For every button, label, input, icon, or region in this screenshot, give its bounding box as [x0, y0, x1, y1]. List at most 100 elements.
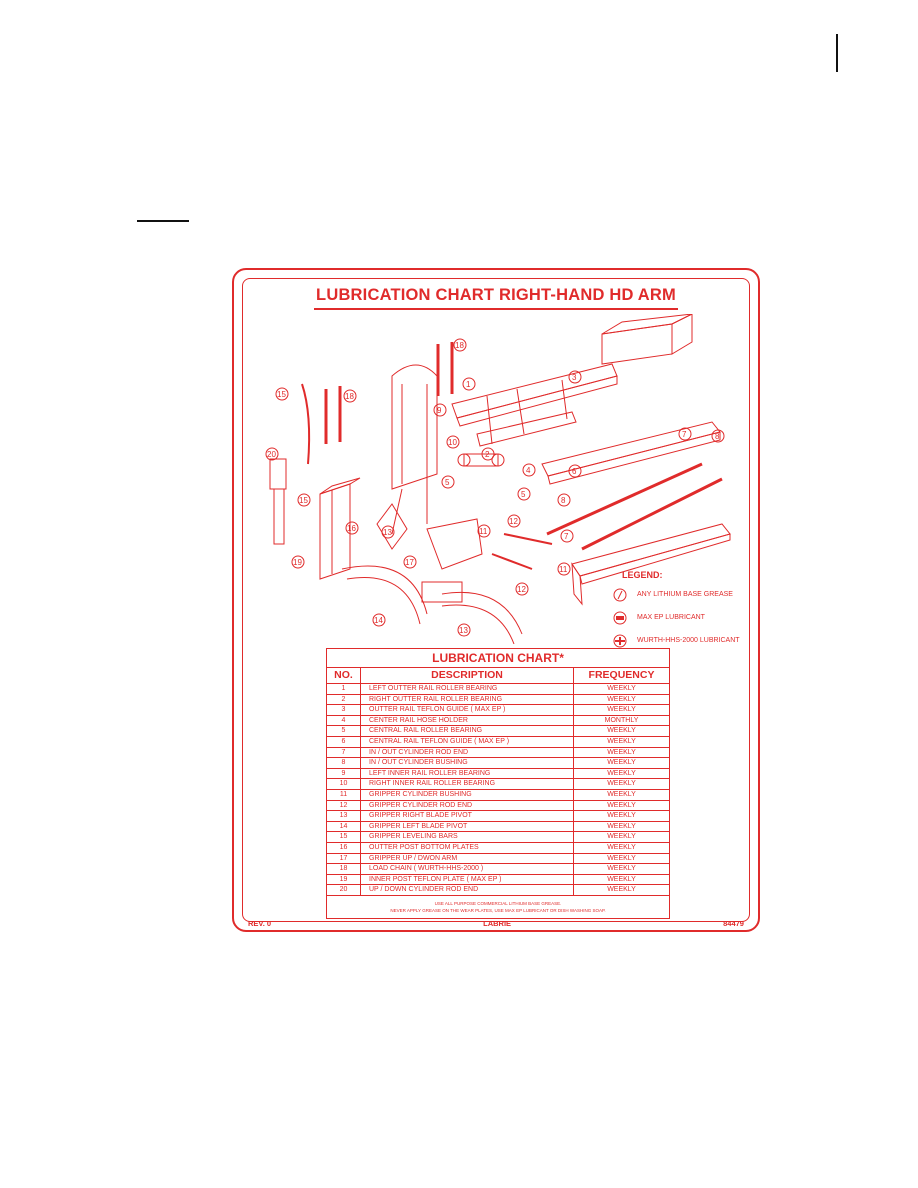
legend: LEGEND: ANY LITHIUM BASE GREASE MAX EP L… — [612, 570, 762, 655]
cell-description: GRIPPER LEVELING BARS — [360, 831, 574, 843]
cell-frequency: WEEKLY — [572, 704, 671, 716]
callout-9: 9 — [433, 403, 447, 417]
cell-no: 1 — [326, 683, 361, 695]
cell-frequency: WEEKLY — [572, 757, 671, 769]
callout-1: 1 — [462, 377, 476, 391]
callout-6: 6 — [568, 464, 582, 478]
cell-frequency: WEEKLY — [572, 810, 671, 822]
cell-description: GRIPPER LEFT BLADE PIVOT — [360, 820, 574, 833]
load-chains — [324, 342, 454, 444]
note-line-1: USE ALL PURPOSE COMMERCIAL LITHIUM BASE … — [434, 900, 562, 906]
legend-label: WURTH-HHS-2000 LUBRICANT — [637, 637, 740, 644]
leveling-bar — [301, 383, 311, 465]
cell-no: 8 — [326, 757, 361, 769]
callout-label: 13 — [383, 528, 392, 537]
brand-label: LABRIE — [483, 919, 512, 928]
callout-8: 8 — [711, 429, 725, 443]
cell-no: 9 — [326, 767, 361, 780]
callout-label: 12 — [509, 517, 518, 526]
table-note: USE ALL PURPOSE COMMERCIAL LITHIUM BASE … — [325, 894, 671, 919]
note-line-2: NEVER APPLY GREASE ON THE WEAR PLATES, U… — [390, 907, 606, 913]
cell-no: 2 — [326, 693, 361, 706]
title-underline — [314, 308, 678, 310]
callout-label: 13 — [459, 626, 468, 635]
cell-no: 5 — [326, 725, 361, 737]
callout-label: 14 — [374, 616, 383, 625]
callout-label: 15 — [277, 390, 286, 399]
header-frequency: FREQUENCY — [572, 667, 671, 684]
callout-label: 7 — [682, 430, 687, 439]
lubrication-table: LUBRICATION CHART* NO. DESCRIPTION FREQU… — [325, 648, 671, 919]
cell-no: 16 — [326, 841, 361, 854]
header-no: NO. — [326, 667, 361, 684]
callout-14: 14 — [372, 613, 386, 627]
callout-7b: 7 — [560, 529, 574, 543]
cell-description: LEFT INNER RAIL ROLLER BEARING — [360, 767, 574, 780]
vertical-post — [376, 364, 438, 550]
cell-description: LOAD CHAIN ( WURTH-HHS-2000 ) — [360, 863, 574, 875]
callout-label: 20 — [267, 450, 276, 459]
callout-19: 19 — [291, 555, 305, 569]
callout-7: 7 — [678, 427, 692, 441]
legend-item-max-ep: MAX EP LUBRICANT — [612, 609, 762, 626]
cell-frequency: WEEKLY — [572, 799, 671, 812]
wurth-icon — [613, 634, 627, 647]
callout-label: 4 — [526, 466, 531, 475]
cell-frequency: WEEKLY — [572, 746, 671, 759]
legend-label: ANY LITHIUM BASE GREASE — [637, 591, 733, 598]
cell-description: GRIPPER CYLINDER ROD END — [360, 799, 574, 812]
cell-frequency: WEEKLY — [572, 863, 671, 875]
callout-15: 15 — [275, 387, 289, 401]
decal-footer: REV. 0 LABRIE 84479 — [248, 919, 744, 928]
cell-description: LEFT OUTTER RAIL ROLLER BEARING — [360, 683, 574, 695]
cell-no: 13 — [326, 810, 361, 822]
callout-label: 19 — [293, 558, 302, 567]
cell-no: 18 — [326, 863, 361, 875]
cell-no: 6 — [326, 735, 361, 748]
cell-description: OUTTER POST BOTTOM PLATES — [360, 841, 574, 854]
callout-17: 17 — [403, 555, 417, 569]
cell-no: 17 — [326, 852, 361, 865]
cell-frequency: WEEKLY — [572, 788, 671, 801]
in-out-cylinders — [491, 462, 723, 570]
cell-description: GRIPPER RIGHT BLADE PIVOT — [360, 810, 574, 822]
cell-description: INNER POST TEFLON PLATE ( MAX EP ) — [360, 873, 574, 886]
enclosure-box — [601, 314, 693, 365]
callout-label: 11 — [559, 565, 568, 574]
callout-label: 2 — [485, 450, 490, 459]
cell-frequency: WEEKLY — [572, 841, 671, 854]
cell-no: 4 — [326, 714, 361, 727]
lubrication-chart-decal: LUBRICATION CHART RIGHT-HAND HD ARM — [232, 268, 760, 932]
cell-no: 10 — [326, 778, 361, 790]
cell-no: 15 — [326, 831, 361, 843]
cell-frequency: WEEKLY — [572, 820, 671, 833]
grease-fitting-icon — [613, 588, 627, 601]
callout-label: 1 — [466, 380, 471, 389]
callout-label: 10 — [448, 438, 457, 447]
table-header-row: NO. DESCRIPTION FREQUENCY — [326, 667, 671, 684]
cell-frequency: WEEKLY — [572, 873, 671, 886]
callout-label: 12 — [517, 585, 526, 594]
cell-description: CENTRAL RAIL ROLLER BEARING — [360, 725, 574, 737]
callout-label: 5 — [521, 490, 526, 499]
callout-18b: 18 — [343, 389, 357, 403]
max-ep-icon — [613, 611, 627, 624]
callout-label: 3 — [572, 373, 577, 382]
callout-label: 18 — [345, 392, 354, 401]
cell-description: UP / DOWN CYLINDER ROD END — [360, 884, 574, 896]
callout-label: 16 — [347, 524, 356, 533]
rollers — [457, 453, 505, 467]
part-number: 84479 — [723, 919, 744, 928]
heading-underline — [137, 220, 189, 222]
